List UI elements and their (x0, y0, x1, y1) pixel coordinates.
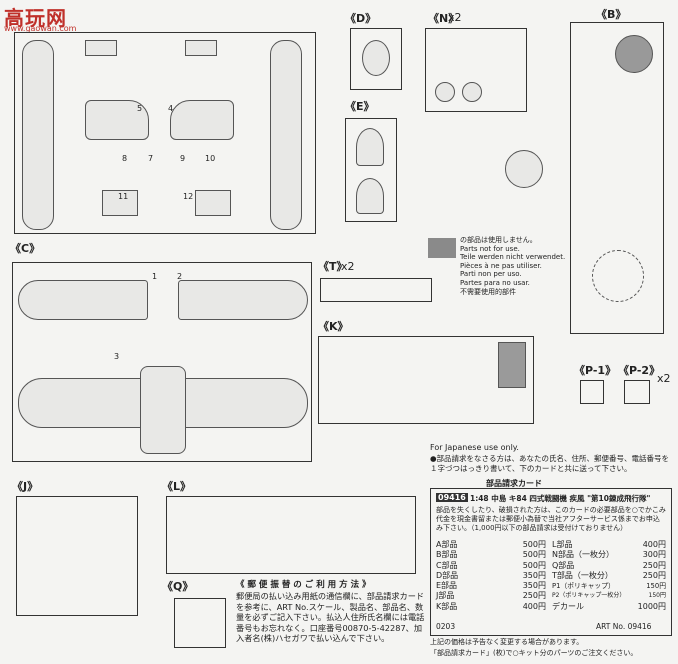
fuselage-left (22, 40, 54, 230)
art-no: ART No. 09416 (596, 622, 652, 631)
tailplane-left (85, 100, 149, 140)
postal-title: 《 郵 便 振 替 の ご 利 用 方 法 》 (236, 580, 371, 590)
product-code: 09416 (436, 493, 468, 502)
sprue-p1-box (580, 380, 604, 404)
wheel-right (462, 82, 482, 102)
sprue-d-label: 《D》 (345, 12, 377, 25)
fuselage-right (270, 40, 302, 230)
footer-note-1: 上記の価格は予告なく変更する場合があります。 (430, 638, 584, 646)
k-grey-block (498, 342, 526, 388)
price-row: P2（ポリキャップ一枚分）150円 (552, 592, 666, 600)
sprue-n-count: x2 (448, 11, 462, 24)
rudder-top-2 (185, 40, 217, 56)
price-row: P1（ポリキャップ）150円 (552, 582, 666, 591)
sprue-c-frame (12, 262, 312, 462)
gear-door-right (195, 190, 231, 216)
rudder-top (85, 40, 117, 56)
cowling-part (505, 150, 543, 188)
price-row: N部品（一枚分）300円 (552, 550, 666, 560)
order-card (430, 488, 672, 636)
code-left: 0203 (436, 622, 456, 631)
postal-body: 郵便局の払い込み用紙の通信欄に、部品請求カードを参考に、ART No.スケール、… (236, 591, 425, 643)
sprue-q-box (174, 598, 226, 648)
sprue-t-count: x2 (341, 260, 355, 273)
sprue-l-box (166, 496, 416, 574)
sprue-p2-box (624, 380, 650, 404)
sprue-q-label: 《Q》 (162, 580, 194, 593)
sprue-t-label: 《T》 (318, 260, 348, 273)
canopy-part-1 (356, 128, 384, 166)
sprue-n-label: 《N》 (428, 12, 460, 25)
sprue-b-box (570, 22, 664, 334)
gear-door-left (102, 190, 138, 216)
sprue-e-label: 《E》 (345, 100, 375, 113)
order-note: 部品を失くしたり、破損された方は、このカードの必要部品を○でかこみ代金を現金書留… (436, 506, 666, 532)
sprue-j-label: 《J》 (12, 480, 39, 493)
upper-wing-right (178, 280, 308, 320)
sprue-b-label: 《B》 (596, 8, 627, 21)
sprue-l-label: 《L》 (162, 480, 192, 493)
not-used-swatch (428, 238, 456, 258)
engine-part (615, 35, 653, 73)
footer-note-2: 「部品請求カード」(枚)で○キット分のパーツのご注文ください。 (430, 649, 638, 657)
sprue-t-box (320, 278, 432, 302)
order-intro: ●部品請求をなさる方は、あなたの氏名、住所、郵便番号、電話番号を１字づつはっきり… (430, 454, 670, 473)
order-card-title: 部品請求カード (486, 479, 542, 488)
product-name: 1:48 中島 キ84 四式戦闘機 疾風 "第10錬成飛行隊" (470, 494, 651, 503)
cockpit-floor (140, 366, 186, 454)
site-url: www.gaowan.com (4, 24, 77, 33)
sprue-a-frame (14, 32, 316, 234)
sprue-p2-count: x2 (657, 372, 671, 385)
sprue-e-box (345, 118, 397, 222)
site-logo: 高玩网 (4, 6, 67, 30)
not-used-legend: の部品は使用しません。 Parts not for use. Teile wer… (460, 236, 566, 296)
tailplane-right (170, 100, 234, 140)
propeller-part (592, 250, 644, 302)
sprue-k-label: 《K》 (318, 320, 349, 333)
canopy-part-2 (356, 178, 384, 214)
japanese-only-note: For Japanese use only. (430, 443, 519, 452)
sprue-j-box (16, 496, 138, 616)
sprue-c-label: 《C》 (10, 242, 41, 255)
price-row: T部品（一枚分）250円 (552, 570, 666, 580)
sprue-p1-label: 《P-1》 (574, 364, 617, 377)
sprue-n-box (425, 28, 527, 112)
wheel-left (435, 82, 455, 102)
part-d-1 (362, 40, 390, 76)
sprue-k-box (318, 336, 534, 424)
upper-wing-left (18, 280, 148, 320)
sprue-d-box (350, 28, 402, 90)
sprue-p2-label: 《P-2》 (618, 364, 661, 377)
